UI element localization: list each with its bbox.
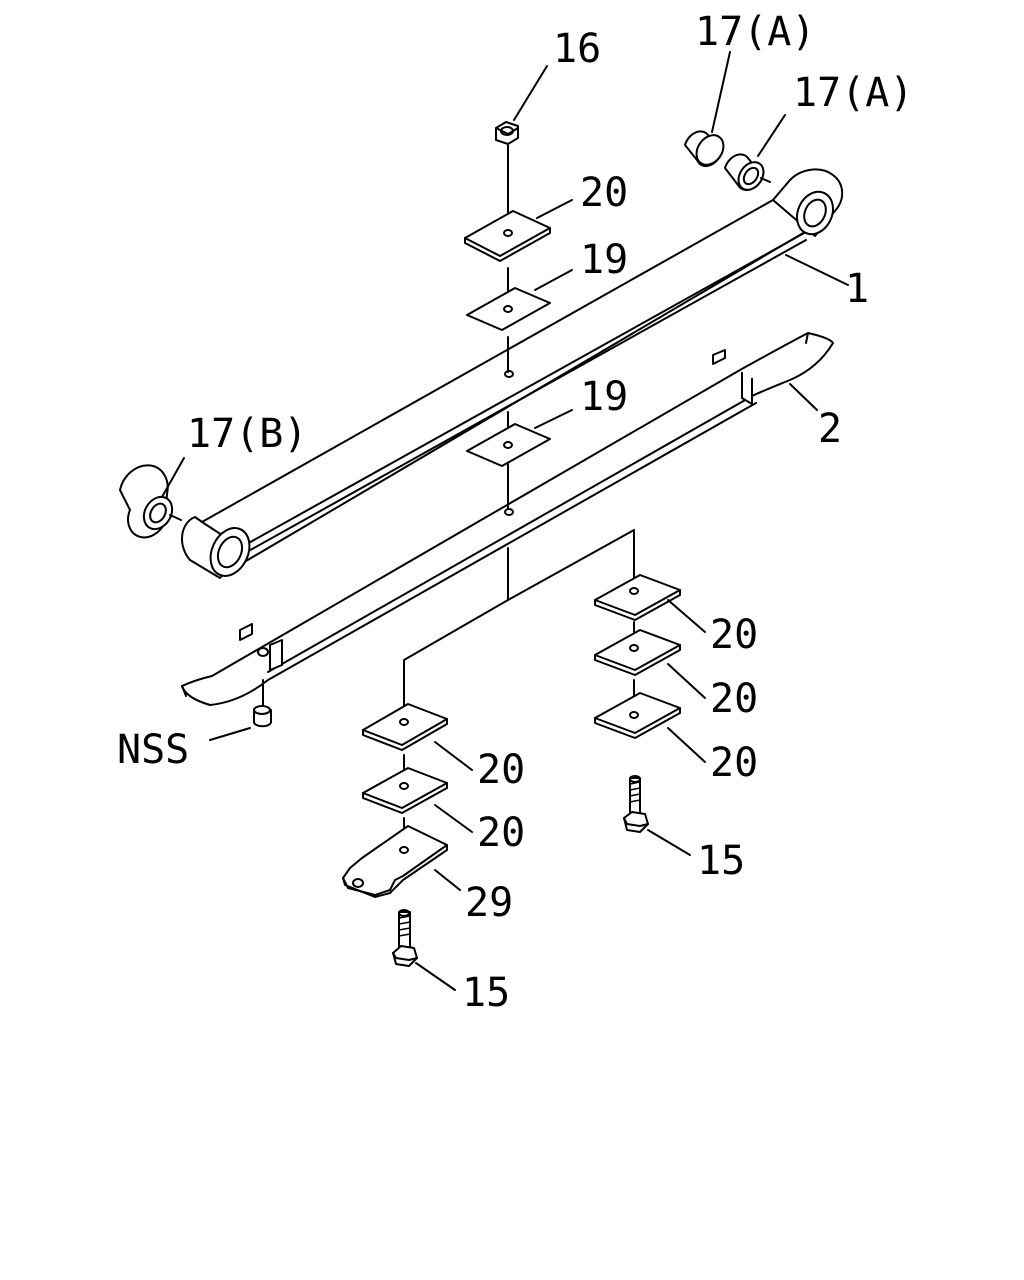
plate-19-top — [466, 287, 551, 331]
label-part-nss: NSS — [117, 727, 189, 773]
bushing-17b — [119, 464, 182, 539]
label-part-16: 16 — [553, 26, 601, 72]
label-part-20-right-3: 20 — [710, 740, 758, 786]
label-part-19-top: 19 — [580, 237, 628, 283]
plate-20-right-1 — [594, 574, 681, 621]
bolt-15-right — [623, 775, 649, 833]
plate-20-right-2 — [594, 629, 681, 676]
label-part-2: 2 — [818, 406, 842, 452]
label-part-29: 29 — [465, 880, 513, 926]
plate-19-mid — [466, 423, 551, 467]
secondary-leaf-spring — [181, 332, 834, 706]
label-part-20-top: 20 — [580, 170, 628, 216]
bushing-17a-outer — [684, 130, 725, 168]
label-part-17a-inner: 17(A) — [793, 70, 913, 116]
label-part-15-right: 15 — [697, 838, 745, 884]
plate-20-top — [464, 210, 551, 262]
label-part-1: 1 — [845, 266, 869, 312]
label-part-17a-outer: 17(A) — [695, 9, 815, 55]
bracket-29 — [342, 825, 448, 898]
nss-bolt — [253, 679, 272, 728]
plate-20-left-2 — [362, 767, 448, 814]
nut-16 — [495, 121, 519, 145]
main-leaf-spring — [181, 168, 844, 579]
bolt-15-left — [392, 909, 418, 967]
branch-lines — [403, 529, 635, 716]
bushing-17a-inner — [724, 153, 771, 191]
label-part-19-mid: 19 — [580, 374, 628, 420]
label-part-20-left-1: 20 — [477, 747, 525, 793]
label-part-20-right-2: 20 — [710, 676, 758, 722]
label-part-15-left: 15 — [462, 970, 510, 1016]
label-part-17b: 17(B) — [187, 411, 307, 457]
leader-lines — [161, 51, 849, 991]
label-part-20-left-2: 20 — [477, 810, 525, 856]
plate-20-left-1 — [362, 703, 448, 751]
label-part-20-right-1: 20 — [710, 612, 758, 658]
plate-20-right-3 — [594, 692, 681, 739]
